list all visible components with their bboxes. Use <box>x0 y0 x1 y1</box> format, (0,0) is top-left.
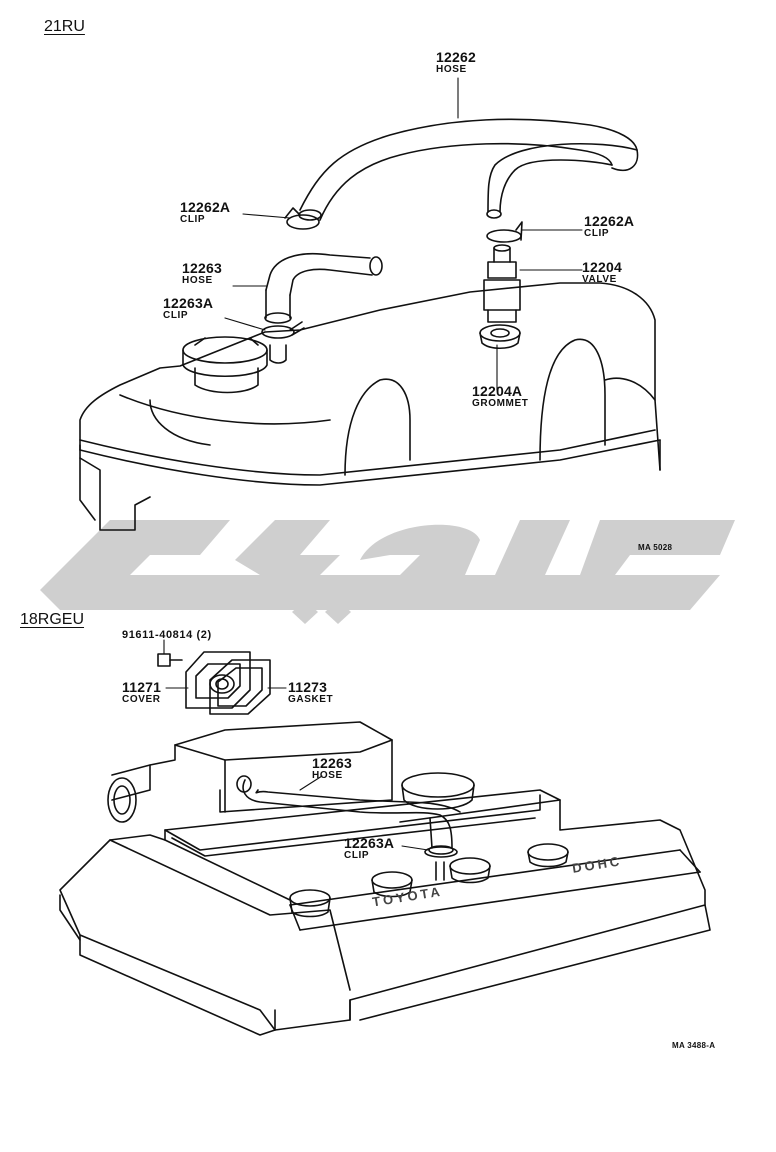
grommet <box>479 324 521 350</box>
part-number: 91611-40814 (2) <box>122 629 212 641</box>
oil-filler-cap-bottom <box>401 772 475 810</box>
valve-cover-top <box>79 282 661 531</box>
part-name: CLIP <box>180 214 206 225</box>
part-number: 11273 <box>288 679 328 695</box>
clip-left-top <box>284 207 320 230</box>
part-name: VALVE <box>582 274 617 285</box>
part-number: 12262A <box>180 199 231 215</box>
part-label-12262a-clip-right[interactable]: 12262A CLIP <box>584 214 634 239</box>
part-label-91611-bolt[interactable]: 91611-40814 (2) <box>122 629 212 641</box>
leader-lines-bottom <box>165 687 429 851</box>
part-label-11273-gasket[interactable]: 11273 GASKET <box>288 680 333 705</box>
part-label-11271-cover[interactable]: 11271 COVER <box>122 680 161 705</box>
part-number: 12204 <box>582 259 622 275</box>
figure-code-top: MA 5028 <box>638 543 673 552</box>
oil-filler-cap-top <box>182 336 268 394</box>
part-number: 12263 <box>182 260 222 276</box>
pcv-valve <box>483 244 521 323</box>
part-label-12263a-clip-bottom[interactable]: 12263A CLIP <box>344 836 394 861</box>
part-name: HOSE <box>312 770 343 781</box>
part-name: CLIP <box>584 228 610 239</box>
part-number: 11271 <box>122 679 162 695</box>
part-name: COVER <box>122 694 161 705</box>
bolt <box>157 639 183 667</box>
part-name: CLIP <box>344 850 370 861</box>
part-label-12204a-grommet[interactable]: 12204A GROMMET <box>472 384 528 409</box>
clip-right-top <box>486 221 523 243</box>
section-label-18rgeu: 18RGEU <box>20 611 85 628</box>
small-hose-top <box>264 252 383 324</box>
part-name: HOSE <box>436 64 467 75</box>
part-label-12263a-clip[interactable]: 12263A CLIP <box>163 296 213 321</box>
main-hose-top <box>298 118 639 221</box>
part-label-12263-hose-bottom[interactable]: 12263 HOSE <box>312 756 352 781</box>
part-name: GASKET <box>288 694 334 705</box>
watermark-logo <box>40 520 735 624</box>
leader-lines-top <box>224 77 583 391</box>
part-number: 12263 <box>312 755 352 771</box>
part-name: CLIP <box>163 310 189 321</box>
part-label-12262-hose[interactable]: 12262 HOSE <box>436 50 476 75</box>
part-number: 12204A <box>472 383 523 399</box>
part-number: 12263A <box>163 295 214 311</box>
part-label-12204-valve[interactable]: 12204 VALVE <box>582 260 622 285</box>
breather-gasket <box>209 659 271 715</box>
cover-nipple <box>269 344 287 364</box>
clip-bottom <box>424 846 458 858</box>
part-number: 12262A <box>584 213 635 229</box>
figure-code-bottom: MA 3488-A <box>672 1041 716 1050</box>
part-name: HOSE <box>182 275 213 286</box>
section-label-21ru: 21RU <box>44 18 85 35</box>
part-number: 12262 <box>436 49 476 65</box>
part-label-12262a-clip-left[interactable]: 12262A CLIP <box>180 200 230 225</box>
part-number: 12263A <box>344 835 395 851</box>
clip-small-top <box>261 321 305 339</box>
part-label-12263-hose[interactable]: 12263 HOSE <box>182 261 222 286</box>
part-name: GROMMET <box>472 398 529 409</box>
cam-cover-bottom <box>59 789 711 1036</box>
